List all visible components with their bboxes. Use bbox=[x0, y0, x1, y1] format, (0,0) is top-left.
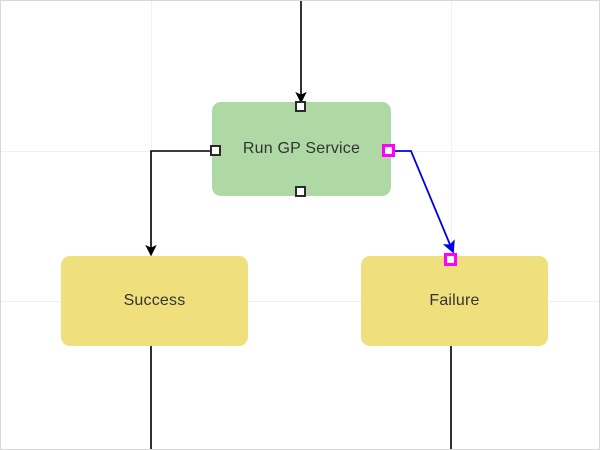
port-gp-top[interactable] bbox=[295, 101, 306, 112]
node-failure[interactable]: Failure bbox=[361, 256, 548, 346]
port-failure-top-selected[interactable] bbox=[444, 253, 457, 266]
port-gp-left[interactable] bbox=[210, 145, 221, 156]
node-success[interactable]: Success bbox=[61, 256, 248, 346]
edge-gp-to-failure[interactable] bbox=[395, 150, 455, 254]
node-label: Success bbox=[123, 292, 186, 309]
edge-gp-to-success[interactable] bbox=[145, 150, 210, 257]
node-run-gp-service[interactable]: Run GP Service bbox=[212, 102, 391, 196]
port-gp-bottom[interactable] bbox=[295, 186, 306, 197]
node-label: Failure bbox=[429, 292, 480, 309]
port-gp-right-selected[interactable] bbox=[382, 144, 395, 157]
node-label: Run GP Service bbox=[242, 140, 361, 157]
